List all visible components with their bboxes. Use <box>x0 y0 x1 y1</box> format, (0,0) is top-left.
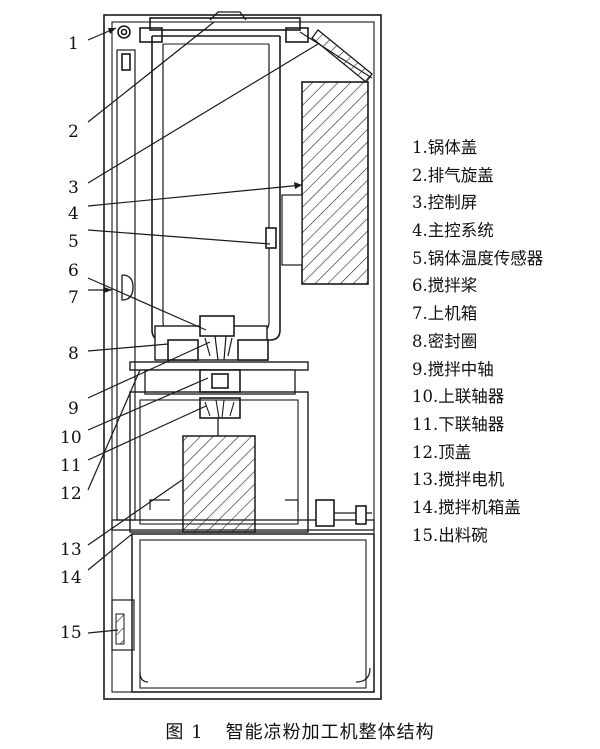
legend-item: 5.锅体温度传感器 <box>412 248 544 268</box>
legend-item: 4.主控系统 <box>412 221 494 241</box>
legend-item: 14.搅拌机箱盖 <box>412 497 521 517</box>
stir-motor <box>182 435 256 533</box>
callout-2: 2 <box>68 122 79 142</box>
legend-item: 13.搅拌电机 <box>412 470 505 490</box>
callout-1: 1 <box>68 34 79 54</box>
callout-4: 4 <box>68 204 79 224</box>
callout-8: 8 <box>68 344 79 364</box>
figure-caption: 图 1 智能凉粉加工机整体结构 <box>0 718 600 744</box>
legend-item: 11.下联轴器 <box>412 414 505 434</box>
output-bowl <box>131 533 375 693</box>
callout-14: 14 <box>60 568 82 588</box>
callout-12: 12 <box>60 484 82 504</box>
control-screen <box>311 29 373 83</box>
temperature-sensor <box>265 227 277 249</box>
legend-item: 6.搅拌桨 <box>412 276 478 296</box>
callout-9: 9 <box>68 399 79 419</box>
callout-15: 15 <box>60 623 82 643</box>
pot-outer <box>151 36 281 341</box>
pot-inner <box>162 44 270 333</box>
parts-legend: 1.锅体盖 2.排气旋盖 3.控制屏 4.主控系统 5.锅体温度传感器 6.搅拌… <box>412 134 597 549</box>
pot-lid <box>149 17 301 31</box>
callout-10: 10 <box>60 428 82 448</box>
callout-11: 11 <box>60 456 82 476</box>
legend-item: 3.控制屏 <box>412 193 478 213</box>
figure-number: 图 1 <box>165 722 204 743</box>
legend-item: 8.密封圈 <box>412 331 478 351</box>
legend-item: 15.出料碗 <box>412 525 488 545</box>
callout-6: 6 <box>68 261 79 281</box>
callout-3: 3 <box>68 178 79 198</box>
figure-title: 智能凉粉加工机整体结构 <box>225 722 435 743</box>
callout-7: 7 <box>68 288 79 308</box>
lower-coupler <box>199 397 241 419</box>
legend-item: 9.搅拌中轴 <box>412 359 494 379</box>
mixer-box-cover <box>111 519 375 531</box>
legend-item: 12.顶盖 <box>412 442 472 462</box>
callout-13: 13 <box>60 540 82 560</box>
callout-5: 5 <box>68 232 79 252</box>
legend-item: 1.锅体盖 <box>412 138 478 157</box>
legend-item: 2.排气旋盖 <box>412 165 494 185</box>
legend-item: 7.上机箱 <box>412 304 478 324</box>
legend-item: 10.上联轴器 <box>412 387 505 407</box>
main-control-box <box>301 81 369 285</box>
